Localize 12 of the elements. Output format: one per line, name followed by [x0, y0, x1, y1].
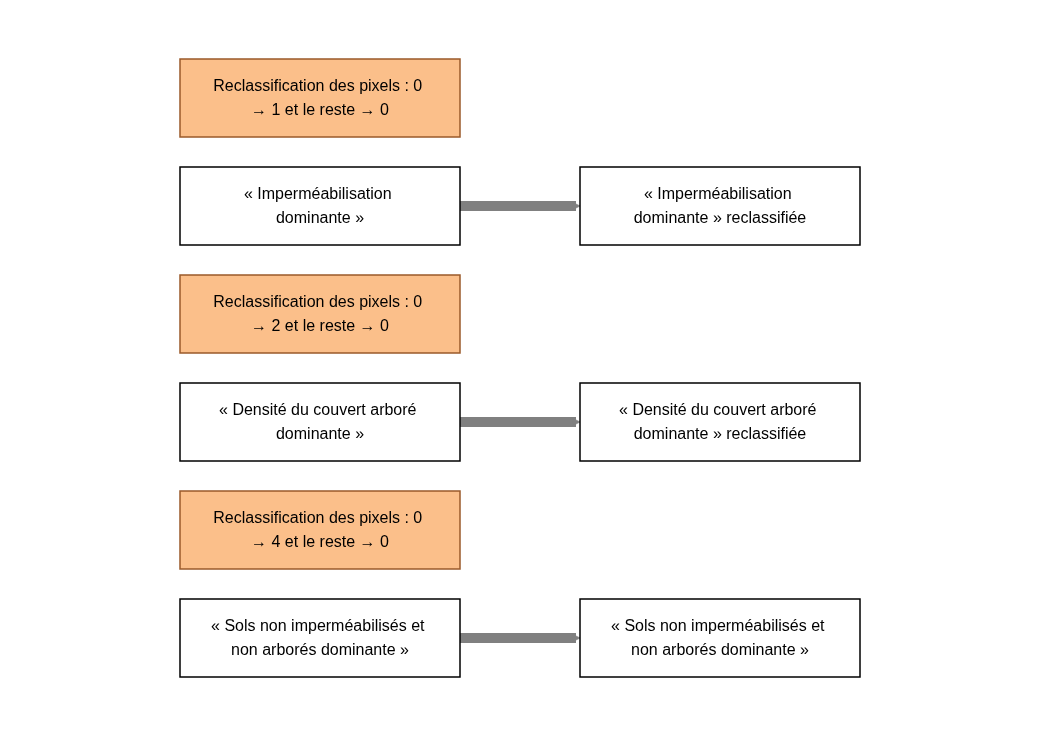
- node-box: Reclassification des pixels : 0 → 1 et le reste → 0: [178, 58, 461, 138]
- node-box: « Sols non imperméabilisés et non arborés dominante »: [178, 598, 461, 678]
- arrow: [459, 417, 580, 427]
- node-box: « Imperméabilisation dominante »: [178, 166, 461, 246]
- arrow: [459, 633, 580, 643]
- node-box: « Densité du couvert arboré dominante » reclassifiée: [578, 382, 861, 462]
- node-box: « Densité du couvert arboré dominante »: [178, 382, 461, 462]
- node-box: « Sols non imperméabilisés et non arborés dominante »: [578, 598, 861, 678]
- arrow: [459, 201, 580, 211]
- node-box: « Imperméabilisation dominante » reclassifiée: [578, 166, 861, 246]
- node-box: Reclassification des pixels : 0 → 4 et le reste → 0: [178, 490, 461, 570]
- node-box: Reclassification des pixels : 0 → 2 et le reste → 0: [178, 274, 461, 354]
